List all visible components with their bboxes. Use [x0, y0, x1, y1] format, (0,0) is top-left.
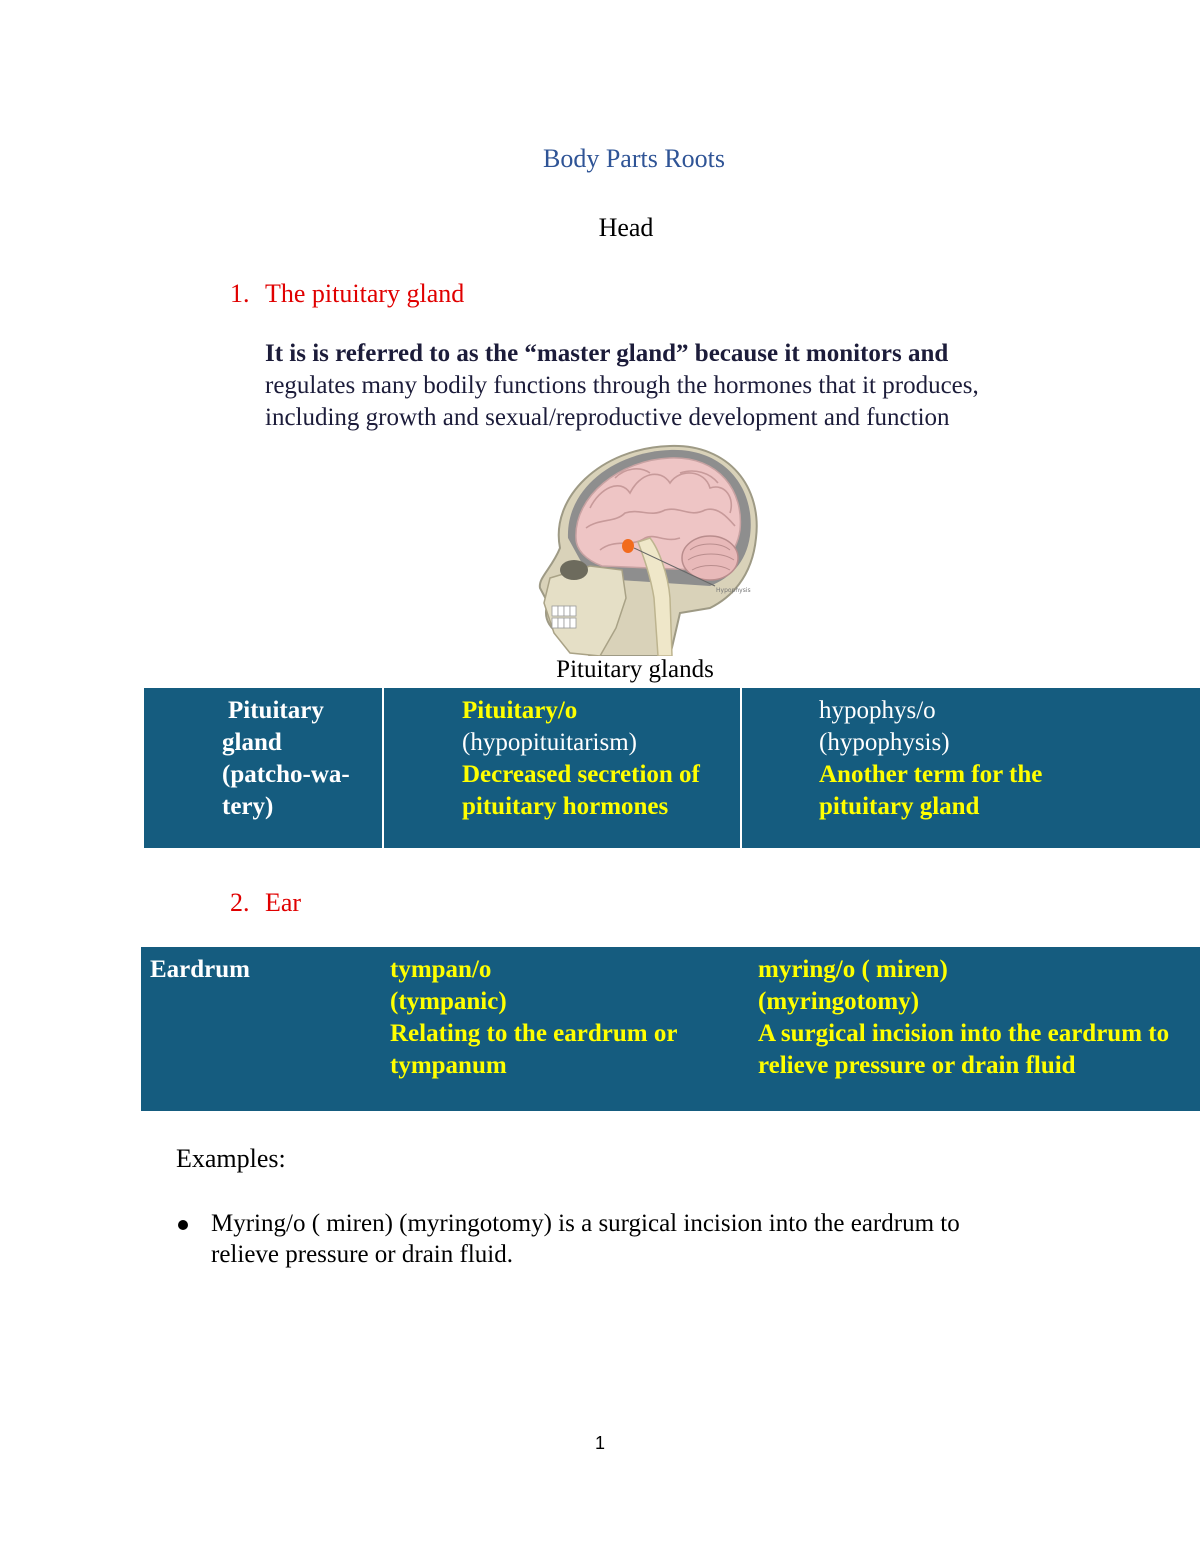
cell-line: Another term for the — [819, 761, 1043, 788]
page-number: 1 — [594, 1433, 605, 1453]
cell-line: pituitary hormones — [462, 793, 669, 820]
cell-line: tympanum — [390, 1052, 507, 1079]
table-divider — [382, 688, 384, 848]
cell-line: tery) — [222, 793, 274, 820]
heading-text: The pituitary gland — [265, 279, 465, 308]
face-bones — [543, 565, 627, 656]
table-cell-term: Eardrum — [150, 956, 250, 983]
intro-paragraph: It is is referred to as the “master glan… — [265, 338, 1065, 434]
paragraph-line: regulates many bodily functions through … — [265, 372, 979, 399]
cell-line: (tympanic) — [390, 988, 507, 1015]
heading-text: Ear — [265, 888, 302, 917]
cell-line: Pituitary — [228, 697, 324, 724]
cell-line: tympan/o — [390, 956, 492, 983]
list-item: Myring/o ( miren) (myringotomy) is a sur… — [211, 1208, 1091, 1270]
numbered-heading-2: 2. Ear — [230, 888, 301, 918]
cell-line: (hypophysis) — [819, 729, 950, 756]
cell-line: Decreased secretion of — [462, 761, 700, 788]
table-cell-root: Pituitary/o (hypopituitarism) Decreased … — [462, 695, 742, 823]
pituitary-gland-illustration: Hypophysis — [538, 444, 758, 656]
cell-line: (patcho-wa- — [222, 761, 350, 788]
numbered-heading-1: 1. The pituitary gland — [230, 279, 464, 309]
figure-caption: Pituitary glands — [556, 656, 714, 683]
figure-label: Hypophysis — [716, 587, 751, 594]
examples-heading: Examples: — [176, 1144, 286, 1173]
teeth — [551, 605, 577, 629]
bullet-line: Myring/o ( miren) (myringotomy) is a sur… — [211, 1210, 960, 1237]
bullet-dot-icon — [178, 1220, 188, 1230]
paragraph-line: It is is referred to as the “master glan… — [265, 340, 949, 367]
table-cell-term: Pituitary gland (patcho-wa- tery) — [222, 695, 372, 823]
brain-folds — [585, 468, 736, 551]
table-cell-root: hypophys/o (hypophysis) Another term for… — [819, 695, 1189, 823]
cell-line: Pituitary/o — [462, 697, 578, 724]
cerebellum-folds — [687, 543, 735, 571]
cell-line: gland — [222, 729, 282, 756]
paragraph-line: including growth and sexual/reproductive… — [265, 404, 950, 431]
section-heading: Head — [598, 213, 654, 242]
cell-line: myring/o ( miren) — [758, 956, 948, 983]
table-divider — [740, 688, 742, 848]
list-number: 2. — [230, 888, 250, 917]
cell-line: relieve pressure or drain fluid — [758, 1052, 1076, 1079]
label-pointer-line — [633, 547, 716, 587]
pituitary-roots-table: Pituitary gland (patcho-wa- tery) Pituit… — [144, 688, 1200, 848]
list-number: 1. — [230, 279, 250, 308]
document-title: Body Parts Roots — [542, 144, 726, 173]
pituitary-gland-marker — [622, 539, 634, 553]
eye-socket — [560, 560, 588, 580]
cell-line: pituitary gland — [819, 793, 980, 820]
bullet-line: relieve pressure or drain fluid. — [211, 1241, 513, 1268]
brainstem-shape — [637, 537, 673, 656]
cell-line: (hypopituitarism) — [462, 729, 637, 756]
cell-line: A surgical incision into the eardrum to — [758, 1020, 1170, 1047]
cell-line: Relating to the eardrum or — [390, 1020, 678, 1047]
table-cell-root: tympan/o (tympanic) Relating to the eard… — [390, 954, 730, 1082]
table-cell-root: myring/o ( miren) (myringotomy) A surgic… — [758, 954, 1200, 1082]
cell-line: hypophys/o — [819, 697, 936, 724]
ear-roots-table: Eardrum tympan/o (tympanic) Relating to … — [141, 947, 1200, 1111]
cell-line: (myringotomy) — [758, 988, 920, 1015]
